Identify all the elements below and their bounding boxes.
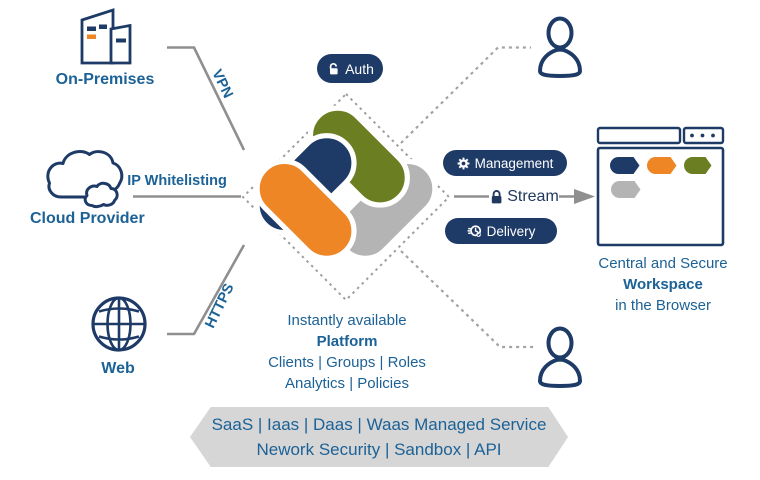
- address-bar: [596, 126, 682, 145]
- vpn-line: [167, 46, 246, 151]
- delivery-badge-label: Delivery: [486, 223, 536, 239]
- menu-dot: [700, 133, 705, 138]
- arrowhead: [574, 189, 595, 204]
- window-dash-orange: [87, 34, 96, 39]
- user-icon-top: [537, 16, 583, 79]
- services-banner-line2: Nework Security | Sandbox | API: [256, 440, 502, 459]
- window-menu-box: [682, 126, 725, 145]
- ip-whitelisting-label: IP Whitelisting: [127, 173, 227, 189]
- workspace-caption: Central and Secure Workspace in the Brow…: [594, 253, 732, 316]
- workspace-caption-line3: in the Browser: [615, 297, 711, 314]
- clock-icon: [467, 224, 482, 238]
- workspace-caption-line1: Central and Secure: [598, 255, 728, 272]
- workspace-tab-gray: [611, 181, 641, 198]
- platform-caption-line4: Analytics | Policies: [285, 375, 409, 392]
- management-badge-label: Management: [474, 155, 554, 171]
- window-dash: [87, 26, 96, 31]
- workspace-tab-navy: [610, 157, 640, 174]
- gear-icon: [457, 157, 470, 170]
- buildings-icon: [80, 8, 132, 65]
- stream-badge-label: Stream: [507, 187, 559, 205]
- window-content: [596, 146, 725, 247]
- window-dash: [99, 24, 107, 29]
- platform-caption-line2: Platform: [316, 333, 378, 350]
- delivery-badge: Delivery: [445, 218, 557, 244]
- platform-logo: [254, 105, 438, 261]
- cloud-icon: [46, 150, 124, 209]
- services-banner-line1: SaaS | Iaas | Daas | Waas Managed Servic…: [211, 415, 547, 434]
- auth-badge: Auth: [317, 54, 383, 83]
- globe-icon: [91, 296, 147, 352]
- platform-caption: Instantly available Platform Clients | G…: [262, 310, 432, 394]
- window-dash: [116, 38, 126, 43]
- workspace-tab-orange: [647, 157, 677, 174]
- workspace-caption-line2: Workspace: [623, 276, 703, 293]
- browser-window: [596, 126, 725, 247]
- management-badge: Management: [443, 150, 567, 176]
- services-banner: SaaS | Iaas | Daas | Waas Managed Servic…: [190, 407, 568, 467]
- platform-caption-line3: Clients | Groups | Roles: [268, 354, 426, 371]
- https-line: [167, 244, 246, 336]
- menu-dot: [711, 133, 715, 138]
- auth-badge-label: Auth: [345, 60, 374, 77]
- web-label: Web: [101, 360, 135, 377]
- dashed-connector-top: [400, 46, 531, 144]
- on-premises-label: On-Premises: [55, 71, 155, 88]
- logo-pill-orange: [254, 158, 357, 261]
- workspace-tab-green: [684, 157, 712, 174]
- user-icon-bottom: [537, 326, 583, 389]
- cloud-provider-label: Cloud Provider: [30, 210, 145, 227]
- unlock-icon: [326, 62, 340, 76]
- stream-badge: Stream: [489, 183, 559, 210]
- platform-caption-line1: Instantly available: [287, 312, 407, 329]
- lock-icon: [489, 189, 504, 205]
- menu-dot: [690, 133, 694, 138]
